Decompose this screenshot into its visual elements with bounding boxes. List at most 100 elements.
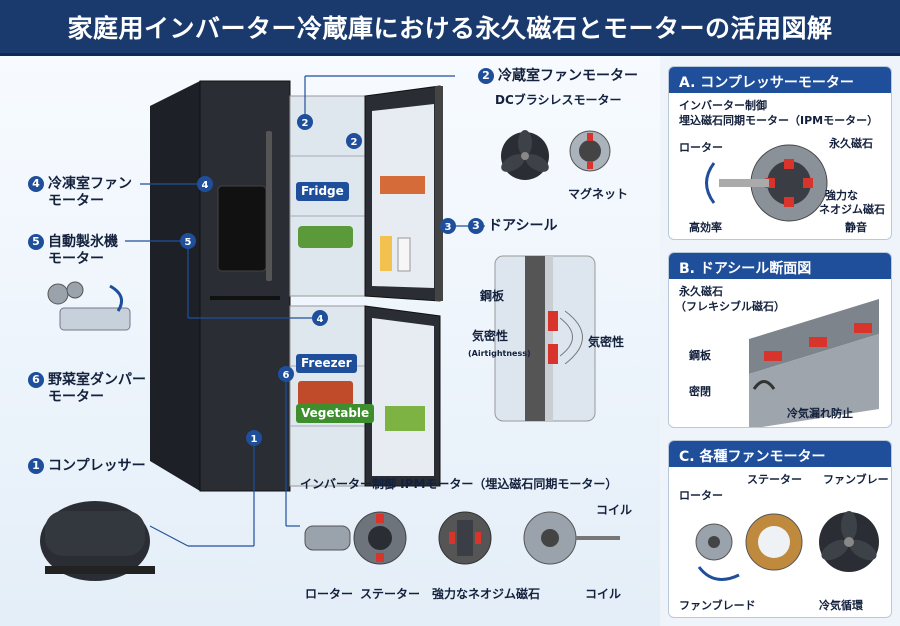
bottle bbox=[380, 236, 392, 271]
seal-airtight-right: 気密性 bbox=[588, 335, 625, 349]
ipm-coil-top: コイル bbox=[596, 503, 633, 517]
svg-text:5: 5 bbox=[185, 237, 192, 248]
callout-2-sub: DCブラシレスモーター bbox=[495, 93, 622, 107]
svg-text:3: 3 bbox=[445, 222, 452, 233]
panel-b-steel: 鋼板 bbox=[689, 349, 711, 362]
callout-3-label: ドアシール bbox=[488, 218, 558, 234]
seal-airtight-left: 気密性 bbox=[472, 329, 509, 343]
callout-5-line1: 自動製氷機 bbox=[48, 234, 118, 250]
panel-a-header: A. コンプレッサーモーター bbox=[669, 67, 891, 93]
panel-a-magnet: 永久磁石 bbox=[829, 137, 873, 150]
panel-a-eff: 高効率 bbox=[689, 221, 722, 234]
ipm-motor-strip bbox=[304, 511, 620, 565]
panel-c-fan bbox=[695, 511, 879, 581]
callout-6-line2: モーター bbox=[48, 389, 104, 405]
panel-c-stator: ステーター bbox=[747, 473, 802, 486]
dc-motor-illustration bbox=[569, 130, 611, 172]
freezer-food bbox=[298, 381, 353, 406]
callout-4-line2: モーター bbox=[48, 193, 104, 209]
svg-text:4: 4 bbox=[317, 314, 324, 325]
freezer-door-food bbox=[385, 406, 425, 431]
ipm-stator-label: ステーター bbox=[360, 587, 421, 601]
svg-text:1: 1 bbox=[251, 434, 258, 445]
fridge-door-gap bbox=[210, 296, 280, 300]
badge-5: 5 bbox=[28, 234, 44, 250]
panel-c-blade: ファンブレー bbox=[823, 473, 889, 486]
badge-2-body bbox=[297, 114, 313, 130]
right-door-inner-lower bbox=[372, 318, 434, 476]
panel-a-rotor: ローター bbox=[679, 141, 723, 154]
svg-text:4: 4 bbox=[202, 180, 209, 191]
compressor-illustration bbox=[40, 501, 189, 581]
panel-c-circ: 冷気循環 bbox=[819, 599, 863, 612]
ice-maker-illustration bbox=[47, 281, 131, 331]
badge-5-body bbox=[180, 233, 196, 249]
panel-c-rotor: ローター bbox=[679, 489, 723, 502]
callout-5-line2: モーター bbox=[48, 251, 104, 267]
panel-b-seal bbox=[749, 299, 879, 427]
seal-steel-label: 鋼板 bbox=[480, 289, 505, 303]
fridge-illustration: 4 5 2 2 3 4 6 1 bbox=[40, 75, 620, 581]
magnet-label: マグネット bbox=[568, 187, 629, 201]
left-handle bbox=[266, 131, 272, 281]
ipm-magnet-label: 強力なネオジム磁石 bbox=[432, 587, 541, 601]
callout-4-line1: 冷凍室ファン bbox=[48, 176, 132, 192]
panel-a-neo1: 強力な bbox=[825, 189, 858, 202]
badge-1: 1 bbox=[28, 458, 44, 474]
callout-6-line1: 野菜室ダンパー bbox=[48, 372, 146, 388]
panel-a-quiet: 静音 bbox=[845, 221, 867, 234]
callout-1-label: コンプレッサー bbox=[48, 458, 146, 474]
vegetable-label: Vegetable bbox=[296, 404, 375, 423]
badge-4-body bbox=[197, 176, 213, 192]
milk bbox=[397, 237, 411, 272]
ipm-coil-label: コイル bbox=[585, 587, 622, 601]
badge-4b-body bbox=[312, 310, 328, 326]
panel-a-neo2: ネオジム磁石 bbox=[819, 203, 885, 216]
main-illustration: 4 5 2 2 3 4 6 1 bbox=[0, 56, 660, 626]
seal-airtight-en: (Airtightness) bbox=[468, 349, 531, 358]
svg-text:2: 2 bbox=[302, 118, 309, 129]
fridge-label: Fridge bbox=[296, 182, 349, 201]
badge-2b-body bbox=[346, 133, 362, 149]
panel-b: B. ドアシール断面図 永久磁石 （フレキシブル磁石） 鋼板 密閉 冷気漏れ防止 bbox=[668, 252, 892, 428]
badge-3-body bbox=[440, 218, 456, 234]
title-banner: 家庭用インバーター冷蔵庫における永久磁石とモーターの活用図解 bbox=[0, 0, 900, 56]
panel-a: A. コンプレッサーモーター インバーター制御 埋込磁石同期モーター（IPMモー… bbox=[668, 66, 892, 240]
panel-c-fanblade: ファンブレード bbox=[679, 599, 756, 612]
panel-a-motor bbox=[705, 144, 828, 222]
panel-c: C. 各種ファンモーター ローター ステーター ファンブレー ファンブレード 冷… bbox=[668, 440, 892, 618]
badge-4: 4 bbox=[28, 176, 44, 192]
door-bottles bbox=[380, 176, 425, 194]
panel-b-leak: 冷気漏れ防止 bbox=[787, 407, 853, 420]
callout-2-label: 冷蔵室ファンモーター bbox=[498, 68, 638, 84]
panel-b-seal-label: 密閉 bbox=[689, 385, 711, 398]
badge-6: 6 bbox=[28, 372, 44, 388]
fan-illustration bbox=[501, 130, 549, 180]
ipm-rotor-label: ローター bbox=[305, 587, 354, 601]
freezer-label: Freezer bbox=[296, 354, 357, 373]
ipm-title: インバーター制御 IPMモーター（埋込磁石同期モーター） bbox=[300, 477, 618, 491]
door-seal-detail bbox=[494, 255, 596, 422]
door-seal-edge bbox=[435, 86, 443, 301]
panel-a-sub1: インバーター制御 bbox=[679, 99, 767, 112]
panel-b-magnet1: 永久磁石 bbox=[679, 285, 723, 298]
badge-2: 2 bbox=[478, 68, 494, 84]
badge-6-body bbox=[278, 366, 294, 382]
panel-b-magnet2: （フレキシブル磁石） bbox=[675, 300, 785, 313]
panel-c-header: C. 各種ファンモーター bbox=[669, 441, 891, 467]
svg-text:2: 2 bbox=[351, 137, 358, 148]
panel-a-sub2: 埋込磁石同期モーター（IPMモーター） bbox=[679, 114, 879, 127]
dispenser bbox=[217, 185, 267, 272]
fridge-side bbox=[150, 81, 200, 491]
panel-b-header: B. ドアシール断面図 bbox=[669, 253, 891, 279]
svg-text:6: 6 bbox=[283, 370, 290, 381]
badge-3: 3 bbox=[468, 218, 484, 234]
page-title: 家庭用インバーター冷蔵庫における永久磁石とモーターの活用図解 bbox=[67, 13, 833, 43]
vegetable-drawer-food bbox=[298, 226, 353, 248]
